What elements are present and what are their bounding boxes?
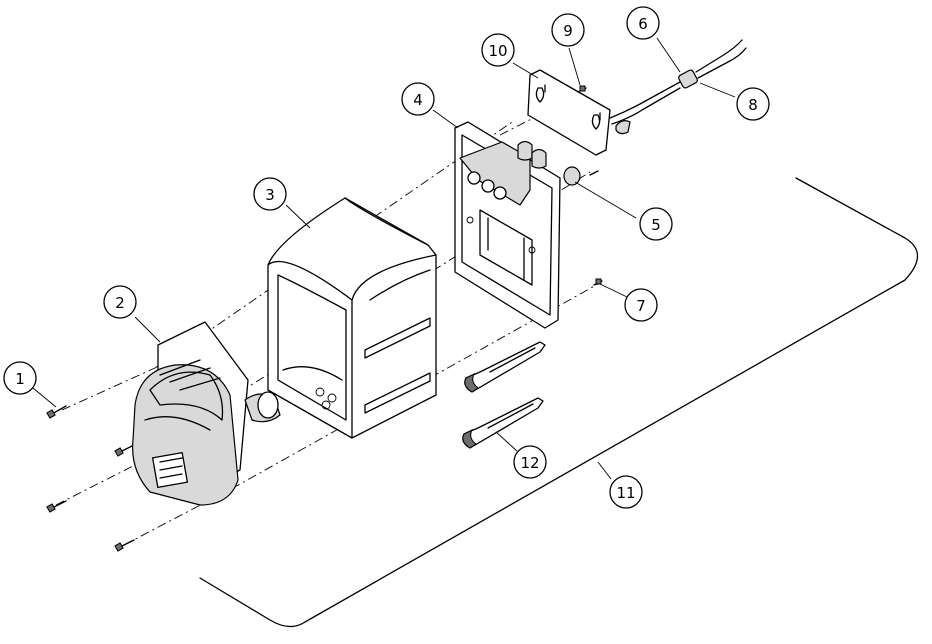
bracket-plate-part-10 xyxy=(527,69,611,156)
housing-part-3 xyxy=(267,197,437,439)
callout-12: 12 xyxy=(513,445,547,479)
callout-label: 9 xyxy=(563,22,573,40)
callout-1: 1 xyxy=(3,361,37,395)
screw-lower-1 xyxy=(46,500,67,513)
screw-lower-2 xyxy=(114,539,135,552)
callout-10: 10 xyxy=(481,33,515,67)
leader-lines xyxy=(32,37,736,480)
screw-part-1 xyxy=(46,405,67,419)
callout-label: 12 xyxy=(520,454,539,472)
screw-part-7 xyxy=(593,278,603,286)
bracket-part-12-lower xyxy=(462,397,544,449)
callout-label: 11 xyxy=(616,484,635,502)
callout-label: 1 xyxy=(15,370,25,388)
back-plate-part-4 xyxy=(454,121,561,329)
callout-label: 2 xyxy=(115,294,125,312)
screw-lower-3 xyxy=(114,444,135,457)
callout-label: 8 xyxy=(748,96,758,114)
callout-7: 7 xyxy=(624,288,658,322)
bracket-part-12-upper xyxy=(464,341,546,393)
callout-label: 7 xyxy=(636,297,646,315)
callout-3: 3 xyxy=(253,177,287,211)
callout-label: 6 xyxy=(638,15,648,33)
callout-11: 11 xyxy=(609,475,643,509)
callout-4: 4 xyxy=(401,82,435,116)
callout-8: 8 xyxy=(736,87,770,121)
callout-9: 9 xyxy=(551,13,585,47)
callout-5: 5 xyxy=(639,207,673,241)
pump-head-part-2 xyxy=(132,321,281,506)
callout-label: 3 xyxy=(265,186,275,204)
cable-part-6-8 xyxy=(609,39,747,135)
screw-part-9 xyxy=(577,85,587,93)
callout-2: 2 xyxy=(103,285,137,319)
callout-label: 10 xyxy=(488,42,507,60)
fitting-part-5 xyxy=(563,166,599,186)
callout-6: 6 xyxy=(626,6,660,40)
callout-label: 5 xyxy=(651,216,661,234)
mounting-surface xyxy=(199,177,919,628)
callout-label: 4 xyxy=(413,91,423,109)
